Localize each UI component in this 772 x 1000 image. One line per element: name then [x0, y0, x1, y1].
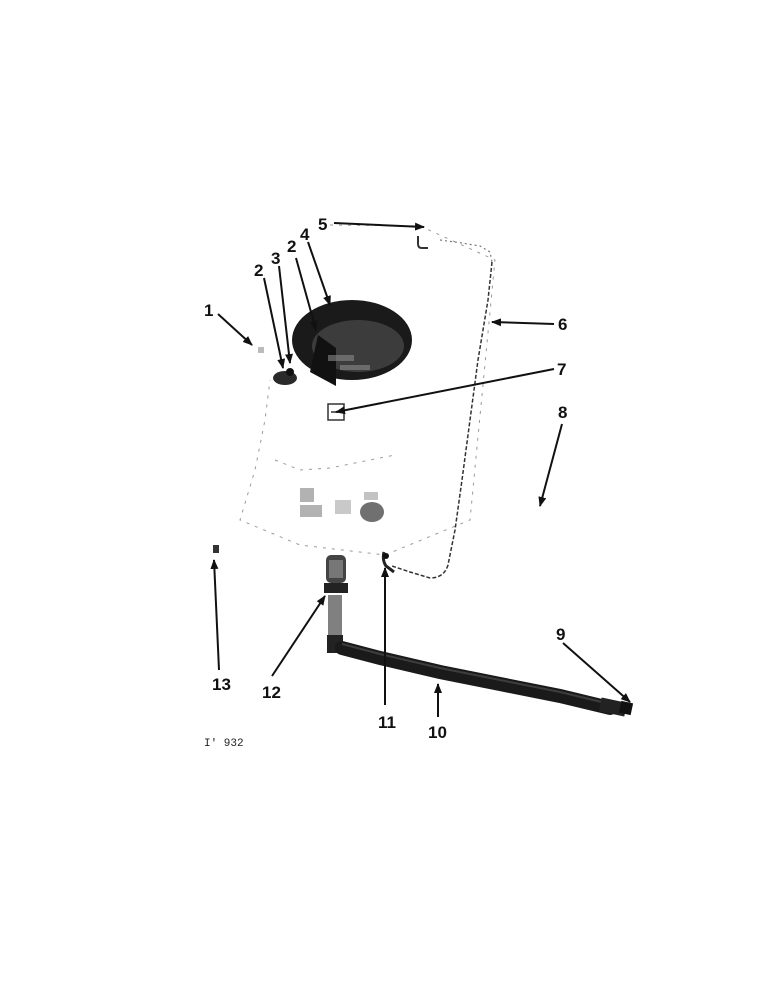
callout-5: 5 [318, 215, 327, 234]
callout-10: 10 [428, 723, 447, 742]
filler-cap [292, 300, 412, 386]
callout-9: 9 [556, 625, 565, 644]
figure-code: I' 932 [204, 738, 244, 750]
callout-6: 6 [558, 315, 567, 334]
tank-shading [300, 488, 384, 522]
callout-labels: 1 2 3 2 4 5 6 7 8 9 10 11 12 13 [204, 215, 567, 742]
callout-8: 8 [558, 403, 567, 422]
hose-end-fitting [598, 697, 634, 717]
callout-4: 4 [300, 225, 310, 244]
callout-2-left: 2 [254, 261, 263, 280]
elbow-fitting [381, 551, 395, 574]
callout-2-right: 2 [287, 237, 296, 256]
callout-1: 1 [204, 301, 213, 320]
callout-7: 7 [557, 360, 566, 379]
callout-3: 3 [271, 249, 280, 268]
fuel-hose [335, 641, 617, 715]
vent-tube [417, 236, 493, 263]
tank-body [239, 224, 496, 556]
drain-plug [213, 545, 219, 553]
callout-12: 12 [262, 683, 281, 702]
sediment-bowl [324, 555, 348, 653]
leader-lines [210, 222, 631, 717]
cap-fasteners [258, 347, 297, 385]
callout-11: 11 [378, 713, 396, 732]
vent-line [391, 261, 493, 579]
callout-13: 13 [212, 675, 231, 694]
